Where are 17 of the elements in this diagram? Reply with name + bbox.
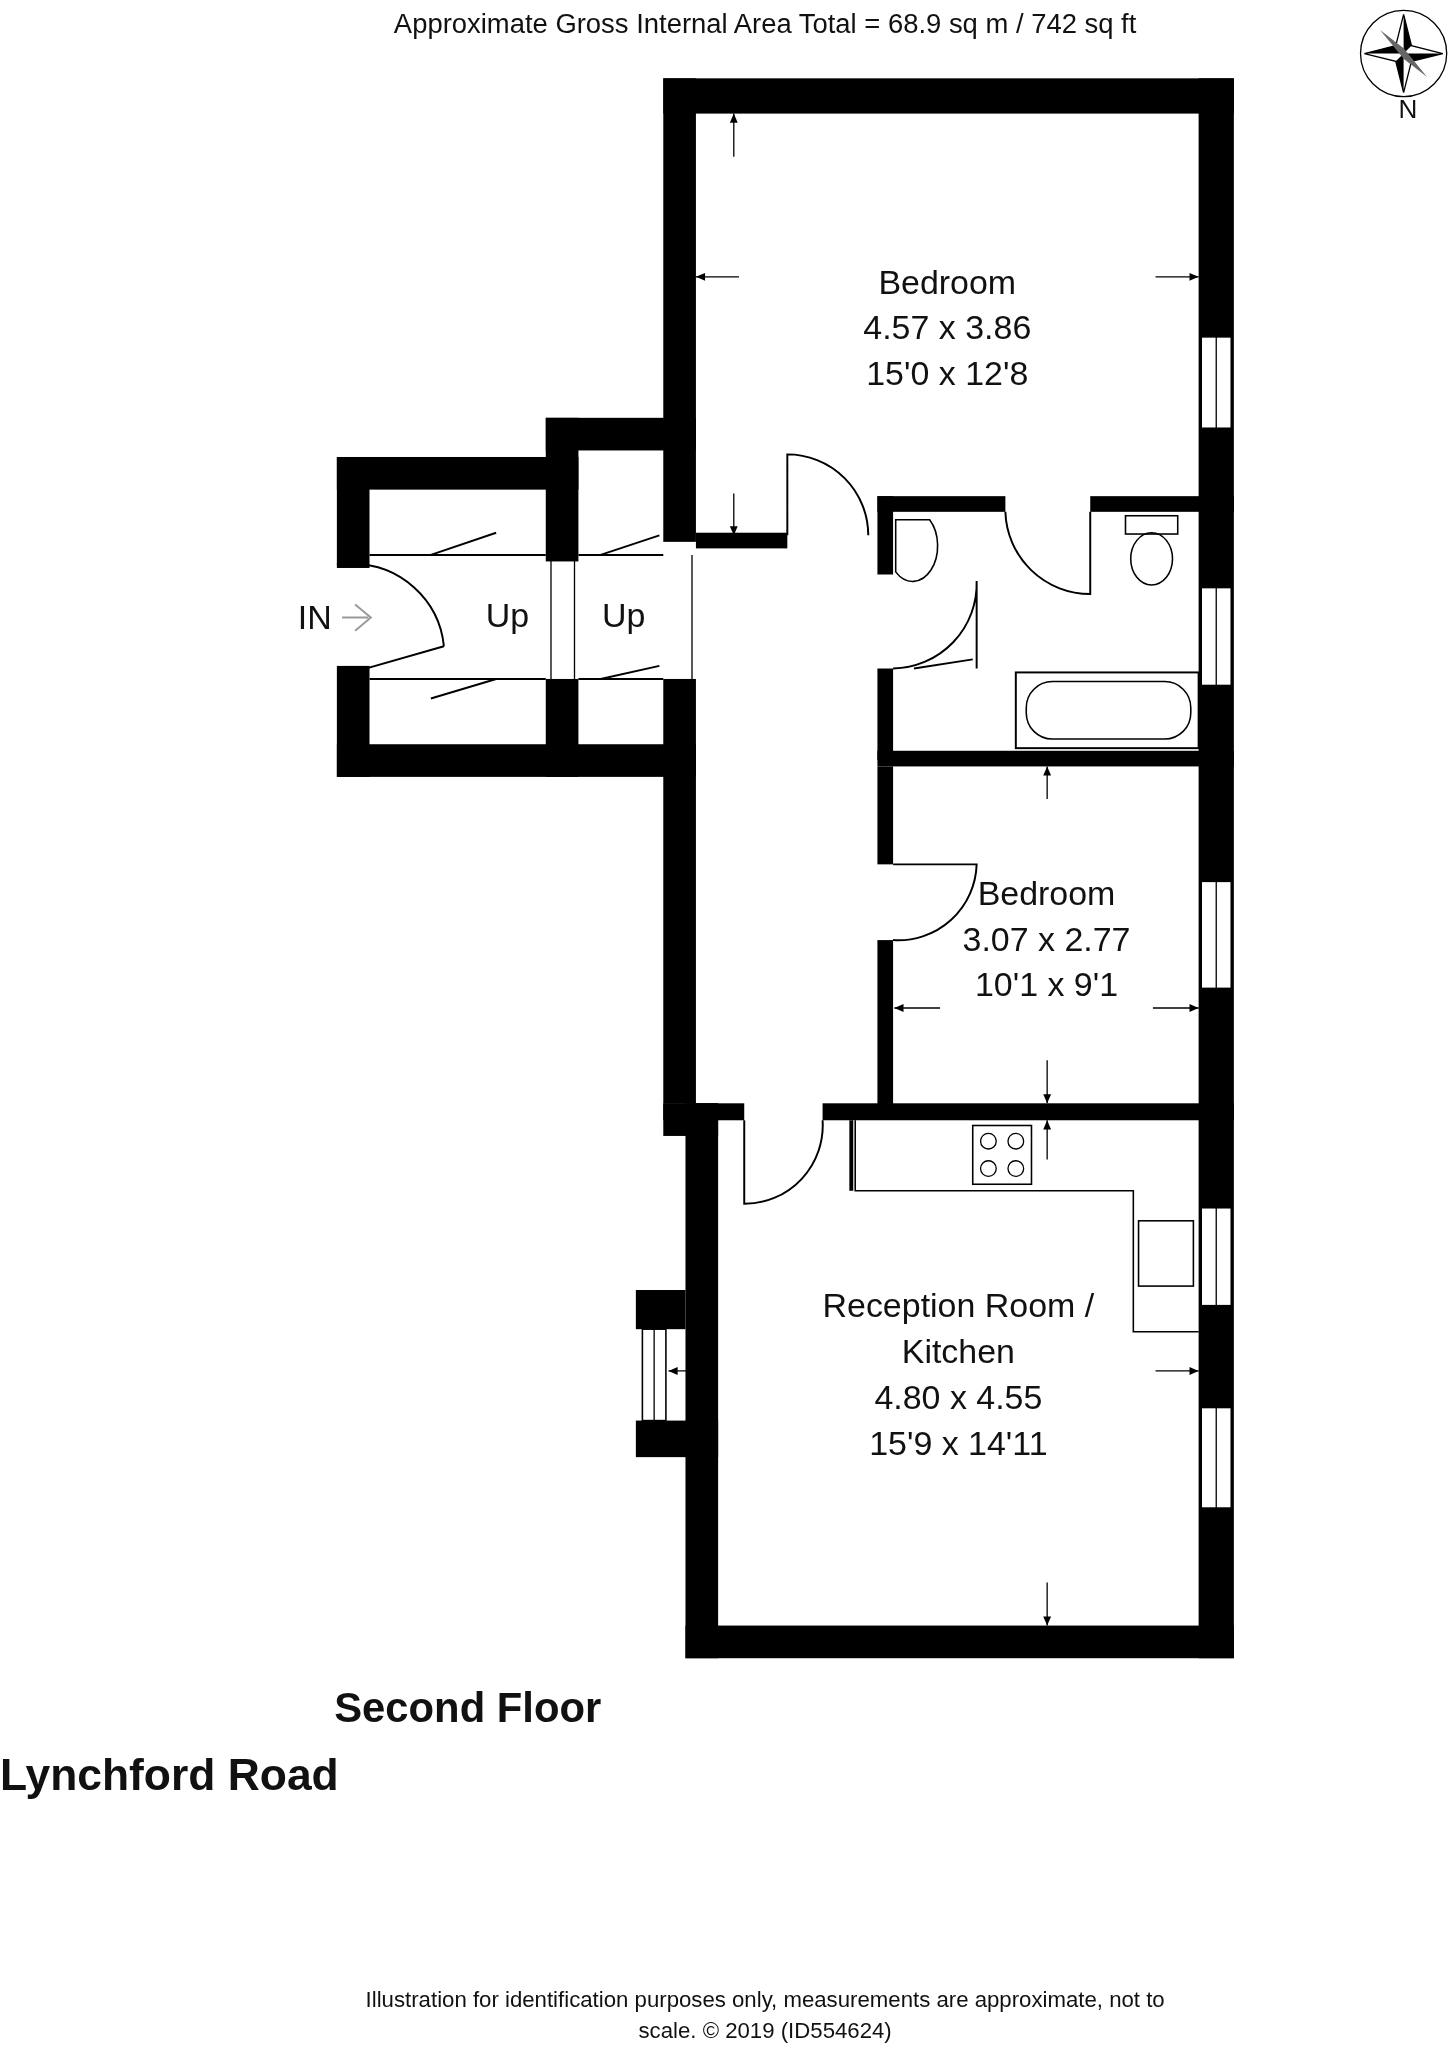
entrance-label: IN — [297, 598, 332, 639]
room-name: Bedroom — [976, 872, 1117, 915]
area-title: Approximate Gross Internal Area Total = 68.9 sq m / 742 sq ft — [392, 7, 1138, 40]
north-label: N — [1398, 94, 1418, 125]
room-dimensions-imperial: 10'1 x 9'1 — [973, 963, 1120, 1007]
floor-heading: Second Floor — [334, 1684, 602, 1733]
room-dimensions-metric: 4.80 x 4.55 — [873, 1376, 1044, 1419]
disclaimer-note: Illustration for identification purposes only, measurements are approximate, not to scale. © 2019 (ID554624) — [364, 1986, 1166, 2046]
room-dimensions-metric: 3.07 x 2.77 — [961, 918, 1132, 961]
room-dimensions-imperial: 15'0 x 12'8 — [865, 352, 1030, 395]
stairs-label: Up — [601, 595, 646, 636]
stairs-label: Up — [485, 595, 530, 636]
room-name: Reception Room / Kitchen — [821, 1285, 1096, 1373]
room-dimensions-metric: 4.57 x 3.86 — [862, 307, 1033, 350]
address-heading: Lynchford Road — [0, 1749, 339, 1801]
room-name: Bedroom — [877, 261, 1018, 304]
room-dimensions-imperial: 15'9 x 14'11 — [868, 1422, 1049, 1465]
